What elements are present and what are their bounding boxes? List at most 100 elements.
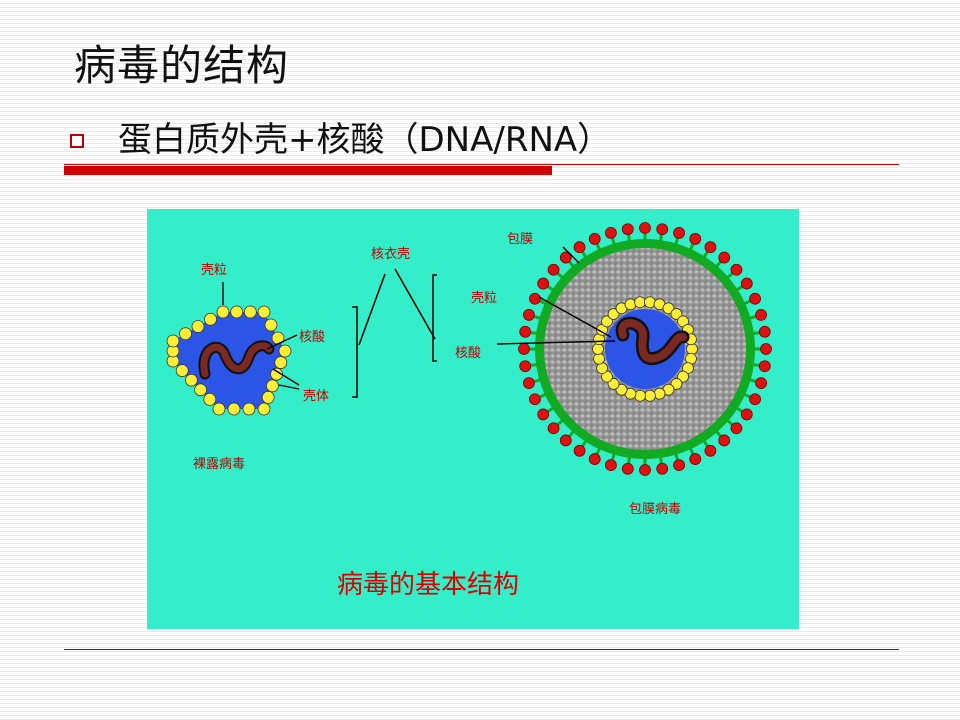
spike-head [529, 393, 541, 406]
bullet-square-icon [70, 134, 84, 148]
label-capsomere-naked: 壳粒 [201, 263, 228, 278]
capsomere-bead [185, 373, 198, 387]
spike-head [605, 227, 617, 239]
diagram-caption: 病毒的基本结构 [337, 570, 520, 600]
spike-head [656, 223, 669, 236]
spike-head [523, 309, 535, 321]
label-envelope: 包膜 [507, 232, 534, 247]
spike-head [537, 277, 550, 290]
capsomere-bead [261, 390, 275, 404]
title-underline-red [64, 166, 552, 175]
capsomere-bead [212, 402, 226, 416]
capsomere-bead [266, 379, 279, 393]
naked-virus [166, 282, 300, 416]
spike-head [760, 343, 772, 355]
capsomere-bead [593, 352, 605, 365]
spike-head [559, 251, 572, 264]
spike-head [537, 408, 550, 421]
capsomere-bead [686, 343, 698, 355]
spike-head [740, 277, 753, 290]
spike-head [547, 263, 560, 276]
label-capsomere-enveloped: 壳粒 [471, 291, 498, 306]
capsomere-ring [166, 305, 292, 416]
capsomere-bead [274, 356, 288, 370]
capsomere-bead [601, 315, 613, 328]
capsomere-bead [179, 327, 192, 341]
capsomere-bead [191, 320, 205, 333]
nucleocapsid-bracket [352, 268, 437, 398]
spike-head [519, 360, 532, 373]
spike-head [758, 360, 771, 373]
capsomere-bead [607, 308, 620, 320]
capsomere-bead [227, 402, 241, 416]
spike-head [573, 444, 586, 457]
spike-head [621, 223, 634, 236]
spike-head [605, 459, 617, 471]
spike-head [704, 241, 717, 254]
capsomere-bead [670, 308, 683, 320]
capsomere-bead [175, 364, 189, 378]
bullet-text: 蛋白质外壳+核酸（DNA/RNA） [118, 120, 612, 160]
label-naked-virus: 裸露病毒 [193, 457, 246, 472]
capsomere-bead [204, 312, 217, 326]
label-enveloped-virus: 包膜病毒 [629, 502, 682, 517]
label-nucleic-acid-enveloped: 核酸 [455, 346, 482, 361]
capsomere-bead [644, 296, 656, 309]
spike-head [704, 444, 717, 457]
spike-head [689, 233, 702, 245]
spike-head [529, 292, 541, 305]
capsomere-bead [216, 305, 230, 319]
capsomere-bead [230, 305, 244, 319]
capsomere-bead [670, 378, 683, 390]
capsomere-bead [203, 392, 217, 406]
capsomere-ring [592, 296, 698, 402]
envelope-spikes [518, 222, 772, 476]
capsomere-bead [662, 302, 675, 315]
spike-head [547, 422, 560, 435]
slide-title: 病毒的结构 [74, 41, 290, 90]
spike-head [656, 462, 669, 475]
spike-head [588, 453, 601, 465]
spike-head [523, 377, 535, 389]
capsomere-bead [624, 298, 637, 311]
virus-structure-diagram: 壳粒 核酸 壳体 裸露病毒 核衣壳 包膜 壳粒 核酸 包膜病毒 病毒的基本结构 [147, 209, 799, 629]
spike-head [639, 222, 651, 234]
spike-head [621, 462, 634, 475]
spike-head [718, 434, 731, 447]
spike-head [518, 343, 530, 355]
capsomere-bead [257, 305, 271, 319]
capsomere-bead [278, 344, 292, 358]
capsomere-bead [592, 343, 604, 355]
capsomere-bead [257, 402, 271, 416]
capsomere-bead [615, 383, 628, 396]
spike-head [749, 292, 761, 305]
spike-head [758, 325, 771, 338]
spike-head [673, 459, 685, 471]
capsomere-bead [607, 378, 620, 390]
spike-head [519, 325, 532, 338]
capsomere-bead [243, 305, 257, 319]
diagram-drawing [166, 222, 772, 476]
title-underline-thin [64, 164, 899, 165]
spike-head [749, 393, 761, 406]
capsomere-bead [264, 318, 278, 332]
spike-head [718, 251, 731, 264]
capsomere-bead [653, 387, 666, 400]
capsomere-bead [644, 389, 656, 402]
label-nucleocapsid: 核衣壳 [371, 247, 411, 262]
capsomere-bead [677, 370, 689, 383]
label-capsid: 壳体 [303, 389, 330, 404]
spike-head [588, 233, 601, 245]
footer-rule [64, 649, 899, 650]
spike-head [755, 377, 767, 389]
spike-head [673, 227, 685, 239]
spike-head [730, 263, 743, 276]
spike-head [573, 241, 586, 254]
capsomere-bead [194, 383, 207, 397]
spike-head [740, 408, 753, 421]
capsomere-bead [634, 389, 646, 402]
spike-head [755, 309, 767, 321]
spike-head [639, 464, 651, 476]
capsomere-bead [242, 402, 256, 416]
capsomere-bead [166, 334, 180, 348]
